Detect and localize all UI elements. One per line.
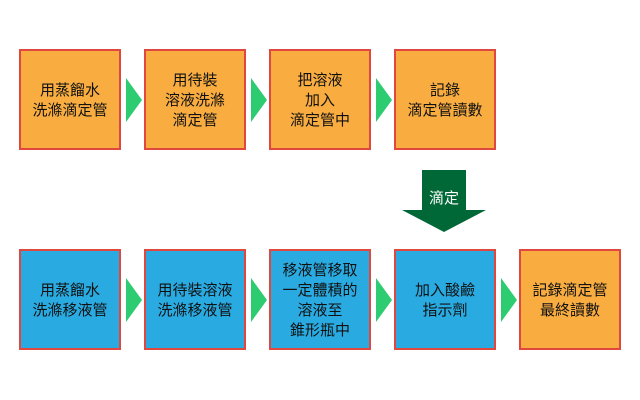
connector-label: 滴定 [428, 189, 459, 207]
step-bottom-2: 用待裝溶液 洗滌移液管 [144, 249, 246, 350]
step-bottom-4: 加入酸鹼 指示劑 [394, 249, 496, 350]
arrow-right-icon [126, 278, 142, 322]
arrow-right-icon [501, 278, 517, 322]
step-top-2: 用待裝 溶液洗滌 滴定管 [144, 49, 246, 150]
arrow-right-icon [376, 278, 392, 322]
step-bottom-5: 記錄滴定管 最終讀數 [519, 249, 621, 350]
step-top-1-label: 用蒸餾水 洗滌滴定管 [32, 80, 108, 119]
step-bottom-2-label: 用待裝溶液 洗滌移液管 [157, 280, 233, 319]
arrow-right-icon [251, 278, 267, 322]
step-top-4-label: 記錄 滴定管讀數 [407, 80, 483, 119]
step-top-1: 用蒸餾水 洗滌滴定管 [19, 49, 121, 150]
step-bottom-4-label: 加入酸鹼 指示劑 [414, 280, 475, 319]
step-bottom-3-label: 移液管移取 一定體積的 溶液至 錐形瓶中 [282, 260, 358, 339]
step-top-3-label: 把溶液 加入 滴定管中 [289, 70, 350, 129]
step-bottom-3: 移液管移取 一定體積的 溶液至 錐形瓶中 [269, 249, 371, 350]
arrow-right-icon [251, 78, 267, 122]
arrow-right-icon [376, 78, 392, 122]
step-top-3: 把溶液 加入 滴定管中 [269, 49, 371, 150]
step-top-2-label: 用待裝 溶液洗滌 滴定管 [164, 70, 225, 129]
step-bottom-1: 用蒸餾水 洗滌移液管 [19, 249, 121, 350]
step-top-4: 記錄 滴定管讀數 [394, 49, 496, 150]
arrow-right-icon [126, 78, 142, 122]
step-bottom-1-label: 用蒸餾水 洗滌移液管 [32, 280, 108, 319]
down-arrow-icon [402, 170, 486, 232]
step-bottom-5-label: 記錄滴定管 最終讀數 [532, 280, 608, 319]
